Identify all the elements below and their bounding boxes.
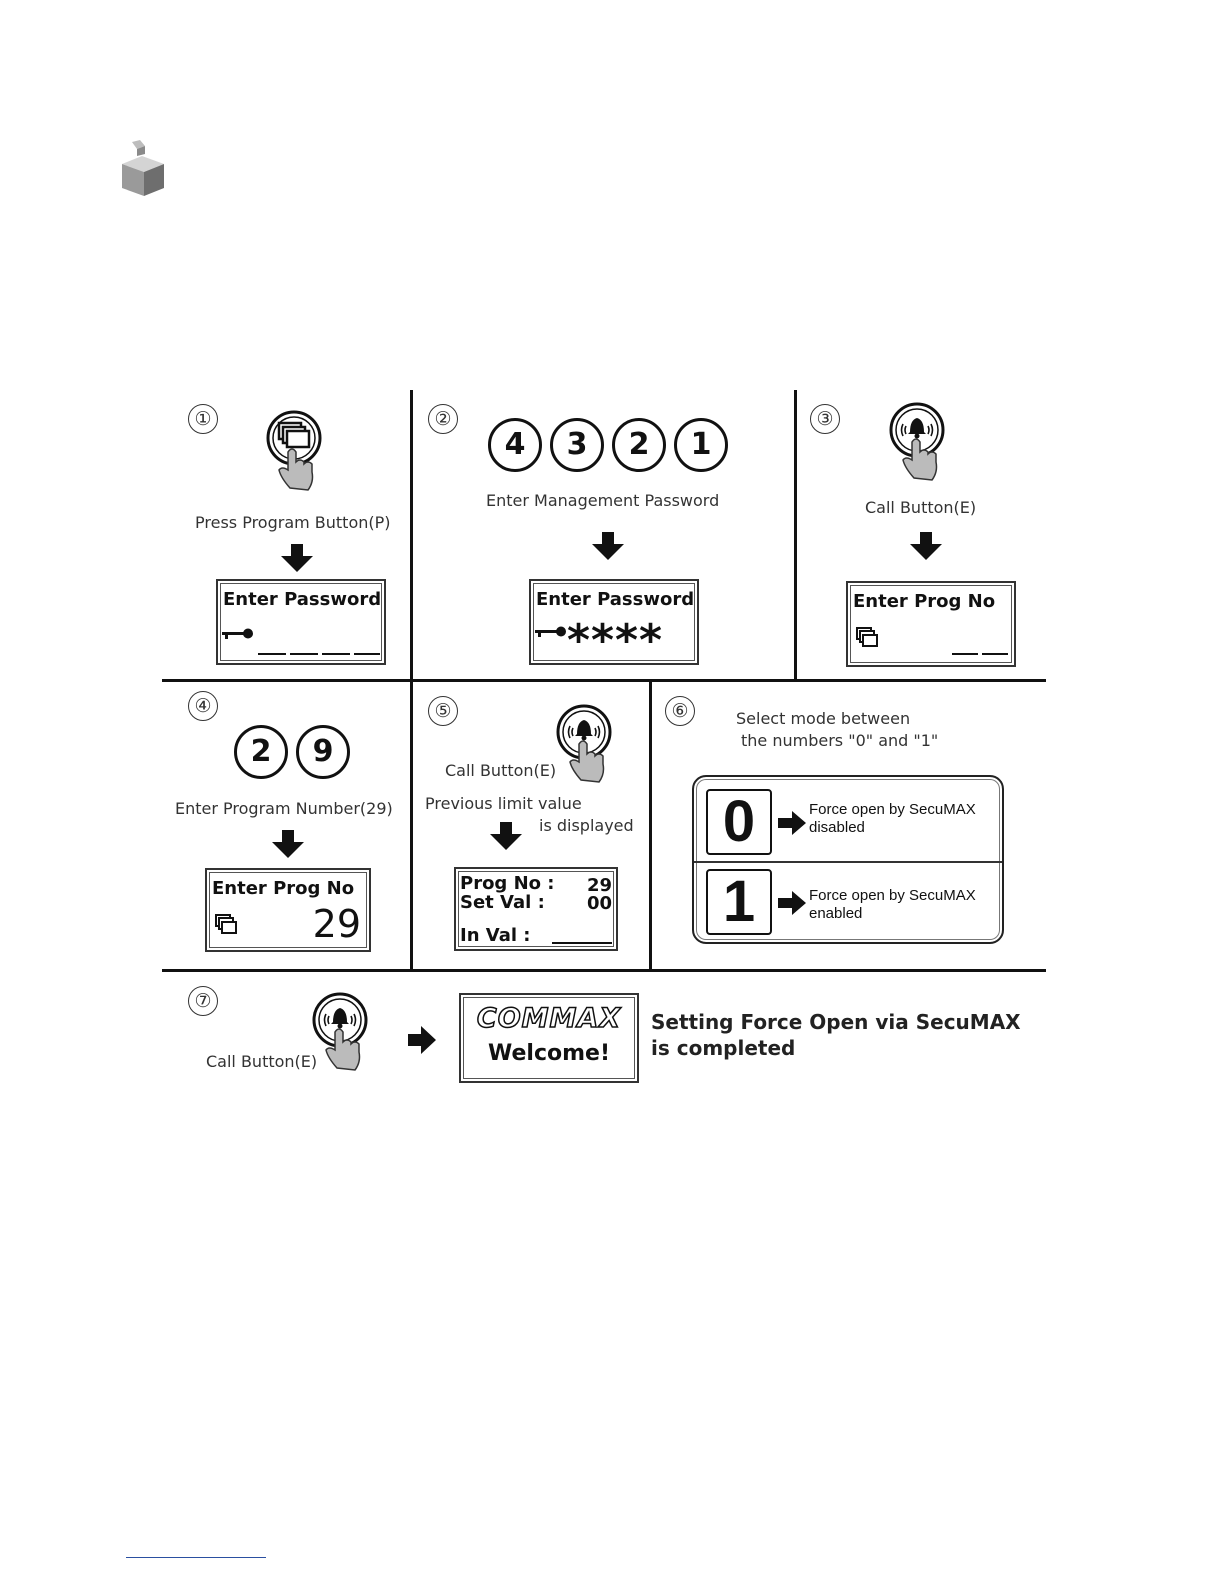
input-slot — [982, 653, 1008, 655]
lcd-title: Enter Prog No — [853, 591, 996, 612]
call-button-icon — [886, 402, 952, 486]
step-number: ④ — [188, 691, 218, 721]
step-label: Enter Program Number(29) — [175, 799, 393, 818]
welcome-display: COMMAX Welcome! — [459, 993, 639, 1083]
step-label: Press Program Button(P) — [195, 513, 391, 532]
lcd-title: Enter Prog No — [212, 878, 355, 899]
input-slot — [290, 653, 318, 655]
input-slot — [552, 942, 612, 944]
step-number: ⑤ — [428, 696, 458, 726]
mode-desc: Force open by SecuMAX — [809, 887, 976, 904]
lcd-display: Enter Prog No 29 — [205, 868, 371, 952]
lcd-display: Enter Password **** — [529, 579, 699, 666]
lcd-prog-label: Prog No : — [460, 873, 555, 894]
digit-key: 9 — [296, 725, 350, 779]
input-slot — [322, 653, 350, 655]
arrow-down-icon — [910, 532, 942, 560]
mode-desc: disabled — [809, 819, 865, 836]
lcd-in-label: In Val : — [460, 925, 531, 946]
lcd-set-label: Set Val : — [460, 892, 545, 913]
program-button-icon — [262, 408, 332, 498]
step-number: ② — [428, 404, 458, 434]
step-number: ① — [188, 404, 218, 434]
lcd-display: Enter Prog No — [846, 581, 1016, 667]
result-text: is completed — [651, 1036, 796, 1060]
digit-key: 2 — [612, 418, 666, 472]
arrow-down-icon — [490, 822, 522, 850]
arrow-right-icon — [408, 1026, 436, 1054]
divider — [649, 680, 652, 971]
digit-key: 2 — [234, 725, 288, 779]
step-number: ③ — [810, 404, 840, 434]
step-number: ⑥ — [665, 696, 695, 726]
program-icon — [215, 914, 237, 934]
lcd-display: Enter Password — [216, 579, 386, 665]
instruction: the numbers "0" and "1" — [741, 731, 939, 750]
program-icon — [856, 627, 878, 647]
mode-key-1: 1 — [706, 869, 772, 935]
arrow-down-icon — [272, 830, 304, 858]
divider — [794, 390, 797, 680]
lcd-prog-value: 29 — [586, 875, 612, 896]
divider — [410, 680, 413, 971]
step-label: Call Button(E) — [445, 761, 557, 780]
result-text: Setting Force Open via SecuMAX — [651, 1010, 1021, 1034]
lcd-display: Prog No : 29 Set Val : 00 In Val : — [454, 867, 618, 951]
step-label: Call Button(E) — [206, 1052, 318, 1071]
divider — [162, 969, 1046, 972]
mode-desc: enabled — [809, 905, 863, 922]
input-slot — [952, 653, 978, 655]
password-mask: **** — [567, 615, 664, 666]
step-number: ⑦ — [188, 986, 218, 1016]
mode-desc: Force open by SecuMAX — [809, 801, 976, 818]
input-slot — [258, 653, 286, 655]
step-note: is displayed — [539, 816, 634, 835]
arrow-down-icon — [281, 544, 313, 572]
footnote-rule — [126, 1557, 266, 1558]
commax-logo: COMMAX — [476, 1002, 622, 1035]
arrow-down-icon — [592, 532, 624, 560]
instruction: Select mode between — [736, 709, 911, 728]
mode-options-panel: 0 Force open by SecuMAX disabled 1 Force… — [692, 775, 1004, 944]
cube-icon — [118, 138, 168, 200]
input-slot — [354, 653, 380, 655]
divider — [162, 679, 1046, 682]
lcd-value: 29 — [312, 902, 361, 946]
arrow-right-icon — [778, 811, 806, 835]
key-icon — [222, 628, 253, 639]
step-note: Previous limit value — [425, 794, 582, 813]
divider — [410, 390, 413, 680]
panel-divider — [694, 861, 1002, 863]
arrow-right-icon — [778, 891, 806, 915]
welcome-text: Welcome! — [488, 1041, 610, 1066]
step-label: Call Button(E) — [865, 498, 977, 517]
digit-key: 3 — [550, 418, 604, 472]
mode-key-0: 0 — [706, 789, 772, 855]
digit-key: 4 — [488, 418, 542, 472]
key-icon — [535, 626, 566, 637]
lcd-set-value: 00 — [586, 893, 612, 914]
step-label: Enter Management Password — [486, 491, 720, 510]
digit-key: 1 — [674, 418, 728, 472]
lcd-title: Enter Password — [223, 589, 382, 610]
lcd-title: Enter Password — [536, 589, 695, 610]
call-button-icon — [309, 992, 375, 1076]
call-button-icon — [553, 704, 619, 788]
